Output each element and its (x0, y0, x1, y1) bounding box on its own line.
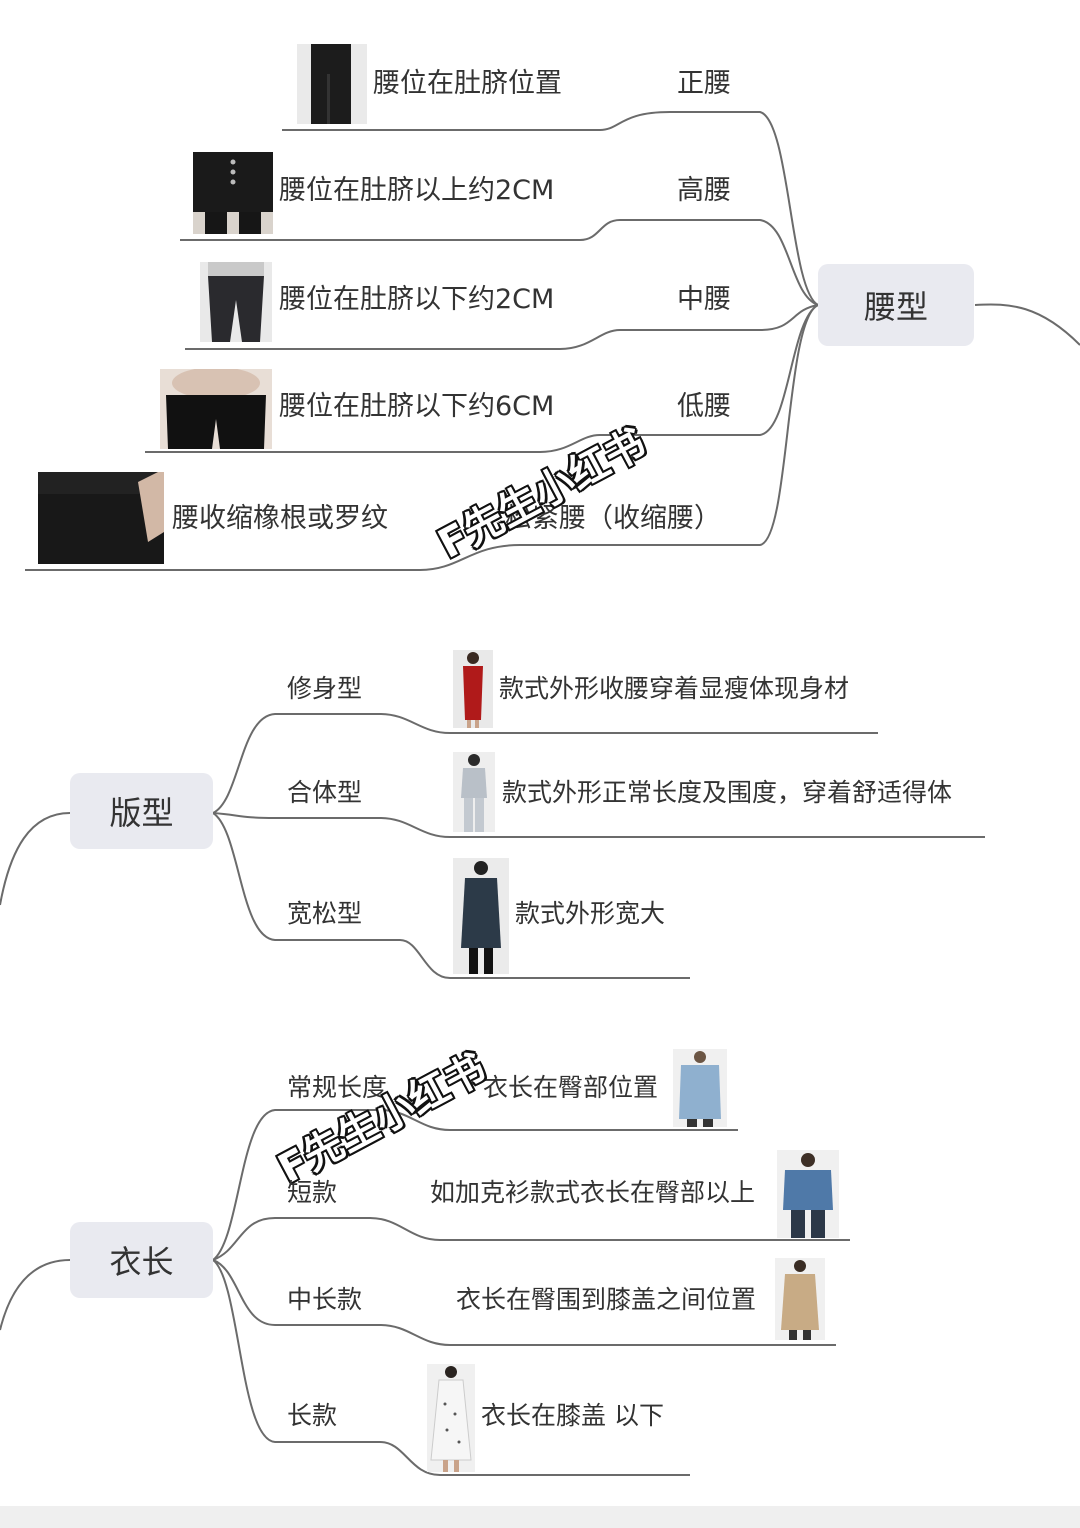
fit-item-desc: 款式外形收腰穿着显瘦体现身材 (499, 674, 850, 703)
fit-type-title: 版型 (109, 794, 174, 832)
fit-item-desc: 款式外形正常长度及围度，穿着舒适得体 (502, 778, 953, 807)
waist-item-desc: 腰位在肚脐以下约6CM (279, 391, 555, 422)
waist-type-title: 腰型 (863, 288, 928, 326)
waist-item-label[interactable]: 高腰 (677, 175, 731, 206)
waist-item-desc: 腰位在肚脐以下约2CM (279, 284, 555, 315)
length-item-label[interactable]: 常规长度 (287, 1073, 388, 1102)
waist-item-label[interactable]: 松紧腰（收缩腰） (505, 503, 721, 534)
grey-suit-image (453, 752, 495, 832)
fit-item-label[interactable]: 修身型 (287, 674, 363, 703)
fit-item-label[interactable]: 宽松型 (287, 899, 363, 928)
waist-item-desc: 腰收缩橡根或罗纹 (172, 503, 388, 534)
fit-item-desc: 款式外形宽大 (515, 899, 666, 928)
waist-item-label[interactable]: 低腰 (677, 391, 731, 422)
length-item-desc: 衣长在膝盖 以下 (481, 1401, 664, 1430)
mid-waist-trousers-image (200, 262, 272, 342)
fit-type-node[interactable]: 版型 (70, 773, 213, 849)
waist-item-label[interactable]: 中腰 (677, 284, 731, 315)
length-item-desc: 衣长在臀围到膝盖之间位置 (456, 1285, 757, 1314)
red-dress-image (453, 650, 493, 728)
blue-shirt-image (673, 1049, 727, 1127)
footer-bar (0, 1506, 1080, 1528)
waist-item-label[interactable]: 正腰 (677, 68, 731, 99)
elastic-waist-pants-image (38, 472, 164, 564)
waist-item-desc: 腰位在肚脐位置 (373, 68, 562, 99)
waist-type-node[interactable]: 腰型 (818, 264, 974, 346)
waist-item-desc: 腰位在肚脐以上约2CM (279, 175, 555, 206)
length-item-label[interactable]: 长款 (287, 1401, 338, 1430)
padded-coat-image (453, 858, 509, 974)
length-title: 衣长 (109, 1243, 174, 1281)
length-item-desc: 衣长在臀部位置 (483, 1073, 659, 1102)
button-waist-pants-image (193, 152, 273, 234)
fit-item-label[interactable]: 合体型 (287, 778, 363, 807)
denim-jacket-image (777, 1150, 839, 1238)
trench-coat-image (775, 1258, 825, 1340)
low-rise-jeans-image (160, 369, 272, 449)
long-dress-image (427, 1364, 475, 1472)
length-item-desc: 如加克衫款式衣长在臀部以上 (430, 1178, 756, 1207)
length-item-label[interactable]: 短款 (287, 1178, 338, 1207)
length-node[interactable]: 衣长 (70, 1222, 213, 1298)
length-item-label[interactable]: 中长款 (287, 1285, 363, 1314)
high-waist-pants-image (297, 44, 367, 124)
